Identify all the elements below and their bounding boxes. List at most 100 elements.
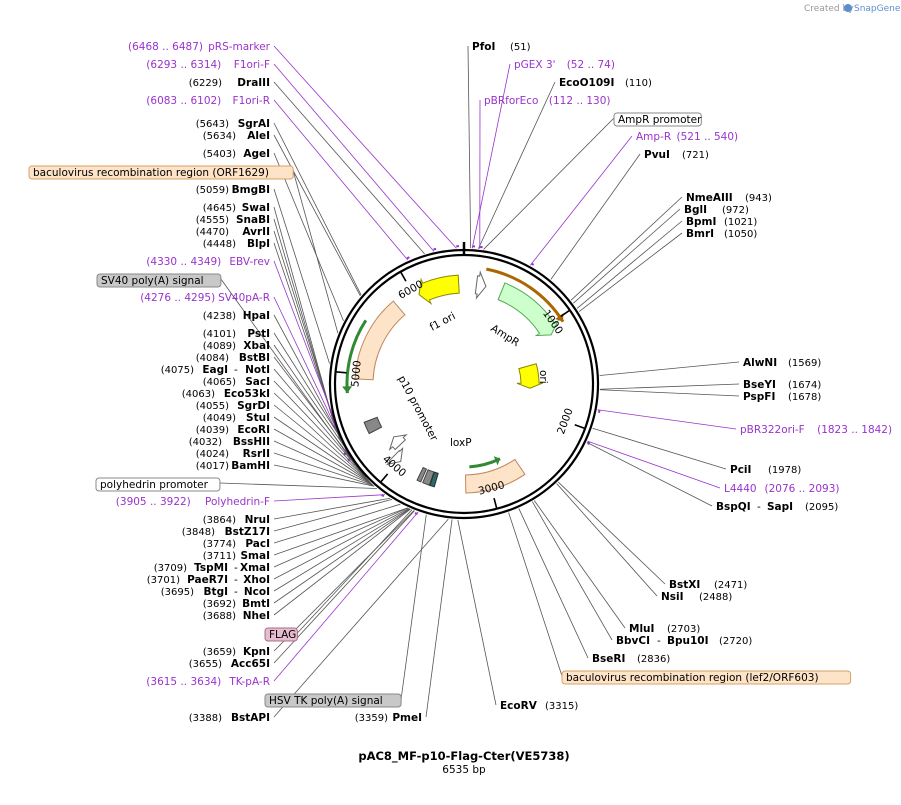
site-name: Amp-R [636, 131, 671, 143]
orf-arrowhead [493, 456, 501, 466]
site-name: BseYI [743, 379, 776, 391]
site-name: PvuI [644, 149, 670, 161]
site-name-2: Bpu10I [667, 635, 709, 647]
site-label-pbr322ori-f: pBR322ori-F(1823 .. 1842) [740, 424, 892, 436]
site-position: (3905 .. 3922) [116, 496, 191, 508]
connector-line [273, 508, 411, 604]
site-separator: - [657, 635, 661, 647]
site-position: (6083 .. 6102) [146, 95, 221, 107]
site-position: (3615 .. 3634) [146, 676, 221, 688]
site-label-swai: SwaI(4645) [203, 202, 270, 214]
site-position: (5634) [203, 131, 236, 142]
connector-line [592, 427, 727, 470]
site-label-pvui: PvuI (721) [644, 149, 709, 161]
site-label-pmei: PmeI(3359) [355, 712, 422, 724]
connector-line [219, 482, 377, 489]
site-label-nhei: NheI(3688) [203, 610, 270, 622]
site-position: (2095) [805, 502, 838, 513]
connector-line [483, 117, 615, 250]
site-position: (1569) [788, 358, 821, 369]
site-name: EcoRI [237, 424, 270, 436]
connector-line [273, 508, 411, 616]
connector-line [586, 441, 713, 507]
connector-line [273, 508, 410, 592]
site-label-bstxi: BstXI(2471) [669, 579, 747, 591]
connector-line [550, 153, 641, 280]
site-name: NmeAIII [686, 192, 733, 204]
site-position: (3688) [203, 611, 236, 622]
tick-label: 2000 [555, 407, 575, 436]
primer-mark [406, 256, 410, 260]
site-label-tk-pa-r: TK-pA-R(3615 .. 3634) [146, 676, 270, 688]
site-position: (4039) [196, 425, 229, 436]
site-position: (4017) [196, 461, 229, 472]
site-label-kpni: KpnI(3659) [203, 646, 270, 658]
feature-box [264, 693, 402, 708]
connector-line [273, 206, 333, 418]
label-connector-lines [219, 45, 740, 718]
site-name: BspQI [716, 501, 751, 513]
site-separator: - [757, 501, 761, 513]
site-position: (52 .. 74) [567, 59, 615, 71]
backbone-outer-ring [328, 248, 600, 520]
site-name-2: SapI [767, 501, 793, 513]
backbone-inner-ring [333, 253, 595, 515]
connector-line [599, 383, 740, 390]
feature-sv40-poly-a- [388, 434, 408, 452]
site-name: SnaBI [236, 214, 270, 226]
site-position: (3774) [203, 539, 236, 550]
site-label-hsv-tk-poly-a-signal: HSV TK poly(A) signal [264, 693, 402, 708]
site-label-bpmi: BpmI(1021) [686, 216, 757, 228]
site-position: (4075) [161, 365, 194, 376]
connector-line [273, 518, 449, 718]
site-name: PspFI [743, 391, 775, 403]
site-label-f1ori-f: F1ori-F(6293 .. 6314) [146, 59, 270, 71]
connector-line [533, 500, 626, 629]
site-name: Eco53kI [224, 388, 270, 400]
site-label-bamhi: BamHI(4017) [196, 460, 270, 472]
site-position: (3388) [189, 713, 222, 724]
site-label-prs-marker: pRS-marker(6468 .. 6487) [128, 41, 271, 53]
feature-label-ori: ori [537, 370, 549, 384]
site-position: (2720) [719, 636, 752, 647]
site-name-2: XhoI [243, 574, 270, 586]
site-label-baculovirus-recombination-region-lef2-orf603-: baculovirus recombination region (lef2/O… [561, 670, 852, 685]
primer-mark [530, 262, 535, 266]
connector-line [273, 152, 344, 322]
site-position: (1674) [788, 380, 821, 391]
site-name: BmgBI [232, 184, 270, 196]
connector-line [599, 389, 740, 397]
site-label-mlui: MluI(2703) [629, 623, 700, 635]
feature-box [561, 670, 852, 685]
site-position: (51) [510, 42, 531, 53]
tick-mark [335, 370, 347, 374]
site-name: Acc65I [231, 658, 270, 670]
site-label-bstbi: BstBI(4084) [196, 352, 270, 364]
site-position: (4555) [196, 215, 229, 226]
feature-p10-promoter [363, 416, 383, 435]
tick-label: 6000 [396, 278, 425, 302]
site-position: (3701) [147, 575, 180, 586]
site-position: (721) [682, 150, 709, 161]
connector-line [457, 519, 497, 706]
site-name: L4440 [724, 483, 757, 495]
site-label-hpai: HpaI(4238) [203, 310, 270, 322]
feature-ampr [497, 282, 560, 337]
feature-polyhedrin-promoter [385, 446, 404, 466]
connector-line [597, 409, 737, 430]
site-name: pBRforEco [484, 95, 538, 107]
site-label-polyhedrin-promoter: polyhedrin promoter [95, 477, 221, 492]
site-position: (3659) [203, 647, 236, 658]
site-label-bstapi: BstAPI(3388) [189, 712, 270, 724]
feature-box [28, 165, 294, 180]
site-label-ecoo109i: EcoO109I(110) [559, 77, 652, 89]
orf-arc [486, 267, 565, 323]
site-position: (4065) [203, 377, 236, 388]
site-position: (1978) [768, 465, 801, 476]
connector-line [570, 196, 683, 301]
site-position: (2471) [714, 580, 747, 591]
site-position: (3711) [203, 551, 236, 562]
site-label-alei: AleI(5634) [203, 130, 270, 142]
feature-ori [516, 363, 544, 389]
site-position: (4024) [196, 449, 229, 460]
